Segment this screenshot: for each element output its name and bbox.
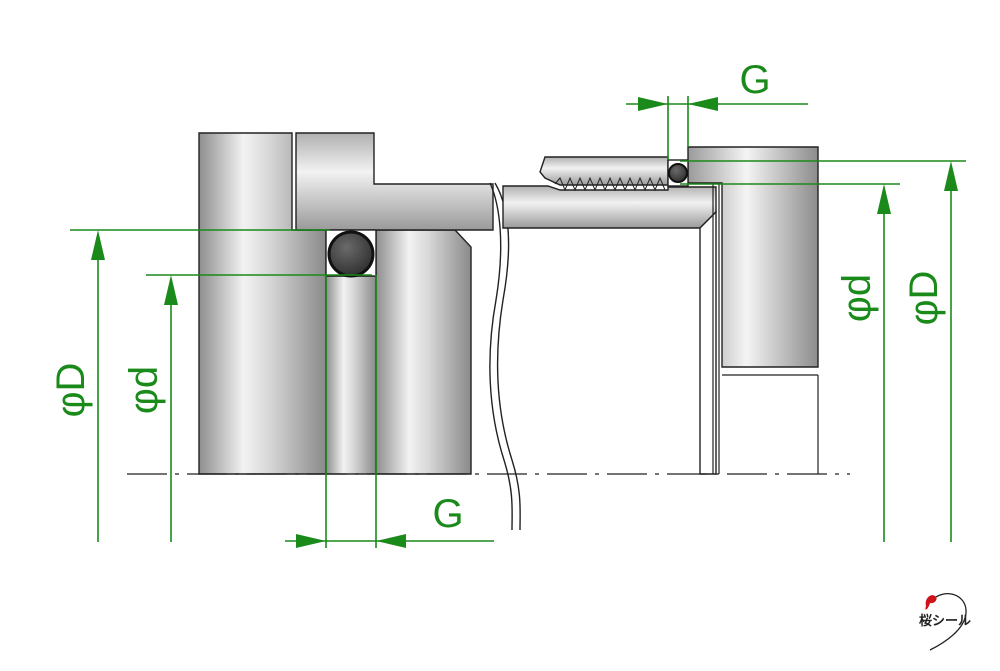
right-oring [668, 163, 688, 183]
break-line-2 [494, 182, 521, 531]
label-phiD-right: φD [902, 271, 946, 326]
label-phiD-left: φD [49, 363, 93, 418]
logo-text: 桜シール [919, 613, 971, 629]
arrow-G-top-2 [688, 97, 718, 111]
label-phid-left: φd [122, 366, 166, 414]
arrow-G-bottom-1 [296, 534, 326, 548]
left-gland [375, 229, 472, 475]
dimensions [70, 96, 966, 548]
right-assembly [502, 146, 819, 475]
arrow-G-top-1 [638, 97, 668, 111]
arrow-d-right [877, 184, 891, 214]
left-flange [295, 132, 494, 231]
label-G-top: G [739, 58, 770, 102]
label-phid-right: φd [835, 274, 879, 322]
arrow-d-left [164, 275, 178, 305]
thread-teeth [554, 176, 666, 192]
label-G-bottom: G [432, 492, 463, 536]
company-logo: 桜シール [919, 593, 971, 651]
arrow-D-left [91, 230, 105, 260]
left-assembly [198, 132, 494, 475]
right-tube [502, 185, 717, 229]
left-oring [327, 230, 375, 278]
left-spigot [325, 275, 377, 475]
arrow-G-bottom-2 [376, 534, 406, 548]
logo-red-mark-icon [925, 595, 937, 610]
break-line [489, 182, 513, 531]
arrow-D-right [944, 161, 958, 191]
logo-swoosh-icon [929, 593, 967, 651]
